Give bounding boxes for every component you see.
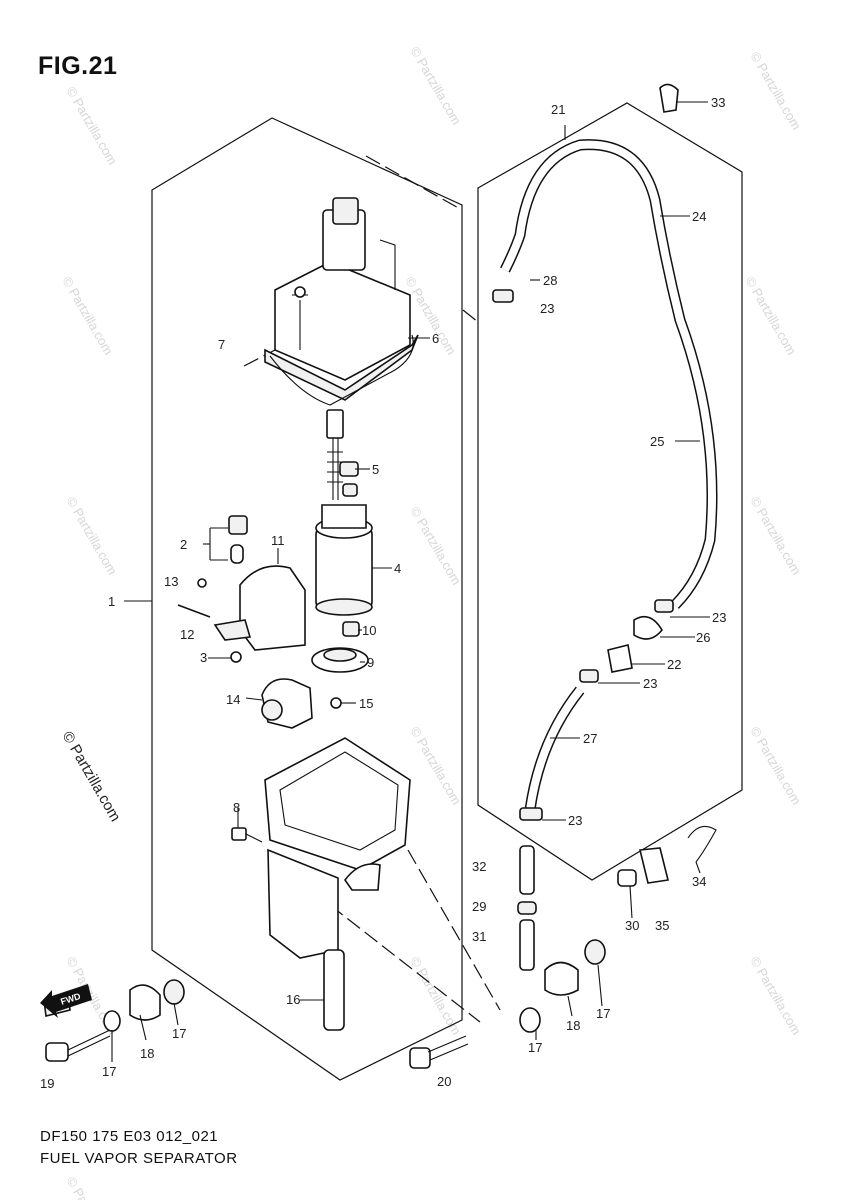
callout-17: 17	[172, 1026, 186, 1041]
callout-18: 18	[140, 1046, 154, 1061]
callout-25: 25	[650, 434, 664, 449]
callout-17-b: 17	[102, 1064, 116, 1079]
callout-13: 13	[164, 574, 178, 589]
callout-20: 20	[437, 1074, 451, 1089]
dashed-leader	[329, 904, 481, 1023]
pump-holder-9	[311, 647, 369, 673]
partzilla-watermark: © Partzilla.com	[59, 729, 124, 825]
callout-31: 31	[472, 929, 486, 944]
callout-5: 5	[372, 462, 379, 477]
dashed-leader	[365, 155, 463, 211]
callout-16: 16	[286, 992, 300, 1007]
dashed-leader	[462, 309, 479, 323]
watermark-text: © Partzilla.com	[747, 724, 804, 807]
callout-9: 9	[367, 655, 374, 670]
callout-26: 26	[696, 630, 710, 645]
watermark-text: © Partzilla.com	[63, 84, 120, 167]
callout-14: 14	[226, 692, 240, 707]
figure-title: FIG.21	[38, 52, 118, 80]
cap-30	[617, 869, 637, 887]
callout-23-b: 23	[712, 610, 726, 625]
pump-cover-assembly	[264, 197, 419, 406]
callout-23: 23	[540, 301, 554, 316]
screw-13	[197, 578, 207, 588]
hose-16	[323, 949, 345, 1031]
diagram-name: FUEL VAPOR SEPARATOR	[40, 1150, 238, 1167]
watermark-text: © Partzilla.com	[407, 44, 464, 127]
callout-2: 2	[180, 537, 187, 552]
callout-1: 1	[108, 594, 115, 609]
clamp-34	[687, 825, 717, 863]
callout-labels: 1 2 3 4 5 6 7 8 9 10 11 12 13 14 15 16 1…	[40, 95, 726, 1091]
separator-bowl	[264, 737, 411, 959]
watermark-text: © Partzilla.com	[747, 954, 804, 1037]
callout-27: 27	[583, 731, 597, 746]
callout-3: 3	[200, 650, 207, 665]
leader-lines	[111, 101, 710, 1062]
screw-15	[330, 697, 342, 709]
watermark-text: © Partzilla.com	[407, 724, 464, 807]
callout-18-b: 18	[566, 1018, 580, 1033]
screw-8	[231, 827, 263, 843]
diagram-code: DF150 175 E03 012_021	[40, 1128, 219, 1145]
callout-28: 28	[543, 273, 557, 288]
callout-17-c: 17	[528, 1040, 542, 1055]
callout-33: 33	[711, 95, 725, 110]
watermark-text: © Partzilla.com	[407, 504, 464, 587]
regulator-14	[261, 678, 313, 729]
callout-22: 22	[667, 657, 681, 672]
callout-15: 15	[359, 696, 373, 711]
callout-17-d: 17	[596, 1006, 610, 1021]
callout-6: 6	[432, 331, 439, 346]
watermark-text: © Partzilla.com	[63, 1174, 120, 1200]
dashed-leader	[407, 849, 501, 1011]
right-assembly-frame	[477, 102, 743, 881]
pin-12	[177, 604, 211, 618]
callout-12: 12	[180, 627, 194, 642]
callout-23-c: 23	[643, 676, 657, 691]
vent-hose-assembly	[492, 83, 718, 821]
watermark-text: © Partzilla.com	[63, 494, 120, 577]
watermark-text: © Partzilla.com	[747, 49, 804, 132]
mount-bushing-set-2	[409, 939, 606, 1069]
screw-3	[230, 651, 242, 663]
forward-direction-marker: FWD	[40, 984, 92, 1018]
callout-8: 8	[233, 800, 240, 815]
watermark-text: © Partzilla.com	[742, 274, 799, 357]
grommet-10	[342, 621, 360, 637]
left-assembly-frame	[151, 117, 463, 1081]
callout-10: 10	[362, 623, 376, 638]
callout-11: 11	[271, 533, 285, 548]
callout-23-d: 23	[568, 813, 582, 828]
callout-21: 21	[551, 102, 565, 117]
callout-34: 34	[692, 874, 706, 889]
wire-harness	[326, 409, 344, 500]
clip-35	[639, 847, 669, 884]
callout-7: 7	[218, 337, 225, 352]
plug-oring	[203, 515, 248, 564]
hose-set-29-32	[517, 845, 537, 971]
callout-30: 30	[625, 918, 639, 933]
pump-bracket	[213, 548, 306, 651]
callout-29: 29	[472, 899, 486, 914]
callout-19: 19	[40, 1076, 54, 1091]
callout-4: 4	[394, 561, 401, 576]
watermark-text: © Partzilla.com	[407, 954, 464, 1037]
callout-32: 32	[472, 859, 486, 874]
fuel-pump	[315, 461, 373, 616]
callout-24: 24	[692, 209, 706, 224]
watermark-text: © Partzilla.com	[59, 274, 116, 357]
callout-35: 35	[655, 918, 669, 933]
watermark-text: © Partzilla.com	[747, 494, 804, 577]
